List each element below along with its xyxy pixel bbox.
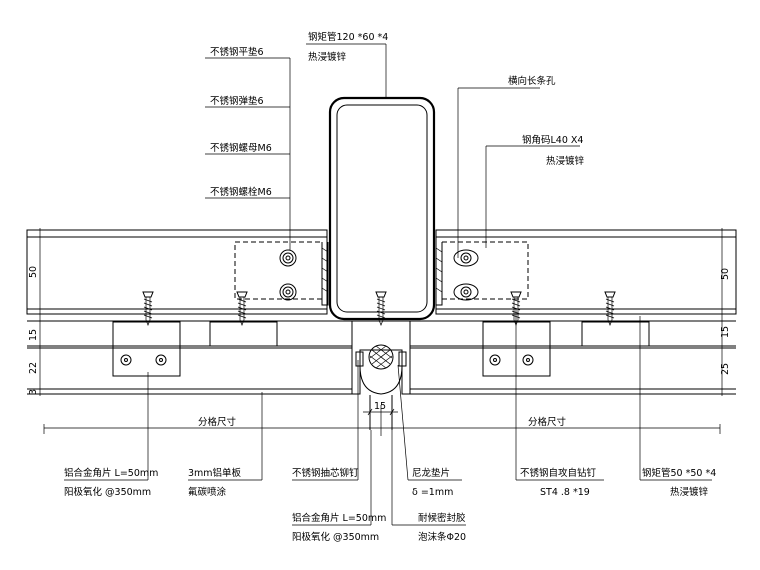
label-ss-bolt: 不锈钢螺栓M6	[210, 186, 272, 198]
dim-left-22: 22	[28, 362, 39, 374]
label-tube-120: 钢矩管120 *60 *4	[308, 31, 388, 43]
label-angle-steel-coating: 热浸镀锌	[546, 155, 585, 167]
leader-slot-hole	[457, 87, 540, 258]
leader-tube-120	[306, 43, 387, 98]
aluminum-angle-right-1	[482, 321, 551, 377]
gap-15-label: 15	[374, 401, 386, 412]
bolt-left-top	[279, 249, 297, 267]
label-ss-nut: 不锈钢螺母M6	[210, 142, 272, 154]
label-alu-angle-left-line1: 铝合金角片 L=50mm	[64, 467, 158, 479]
label-ss-rivet: 不锈钢抽芯铆钉	[292, 467, 359, 479]
label-self-screw-line2: ST4 .8 *19	[540, 487, 590, 498]
label-nylon-line1: 尼龙垫片	[412, 467, 450, 479]
self-drilling-screw	[375, 291, 387, 326]
label-ss-washer: 不锈钢平垫6	[210, 46, 264, 58]
dim-right-25: 25	[720, 363, 731, 375]
dim-right-50: 50	[720, 268, 731, 280]
gap-dimension: 15	[363, 401, 398, 416]
label-angle-steel: 钢角码L40 X4	[522, 134, 583, 146]
label-sealant-line2: 泡沫条Φ20	[418, 531, 466, 543]
aluminum-angle-left-2	[209, 321, 278, 347]
dim-left-50: 50	[28, 266, 39, 278]
label-sealant-line1: 耐候密封胶	[418, 512, 466, 524]
right-steel-tube	[435, 229, 737, 315]
main-steel-tube-120x60	[328, 96, 436, 321]
bolt-right-top	[453, 249, 479, 267]
label-self-screw-line1: 不锈钢自攻自钻钉	[520, 467, 597, 479]
dim-right-15: 15	[720, 326, 731, 338]
bolt-left-bottom	[279, 283, 297, 301]
grid-size-left-label: 分格尺寸	[198, 416, 237, 428]
label-tube-50-line2: 热浸镀锌	[670, 486, 709, 498]
bolt-right-bottom	[453, 283, 479, 301]
label-alu-angle-bottom-line2: 阳极氧化 @350mm	[292, 531, 379, 543]
left-steel-tube	[26, 229, 328, 315]
right-vertical-dimensions: 50 15 25	[716, 228, 731, 396]
dim-left-3: 3	[28, 389, 39, 395]
grid-dimension-line: 分格尺寸 分格尺寸	[43, 405, 721, 436]
aluminum-angle-right-2	[581, 321, 650, 347]
label-alu-panel-line1: 3mm铝单板	[188, 467, 242, 479]
leader-angle-steel	[485, 145, 580, 248]
label-tube-50-line1: 钢矩管50 *50 *4	[642, 467, 716, 479]
aluminum-angle-left-1	[112, 321, 181, 377]
leaders-bottom	[64, 308, 712, 526]
label-tube-120-coating: 热浸镀锌	[308, 51, 347, 63]
right-layers	[402, 320, 736, 395]
left-vertical-dimensions: 50 15 22 3	[28, 228, 46, 396]
foam-rod-hatch	[369, 345, 393, 369]
leaders-upper-left	[205, 57, 291, 250]
label-alu-angle-bottom-line1: 铝合金角片 L=50mm	[292, 512, 386, 524]
label-ss-spring-washer: 不锈钢弹垫6	[210, 95, 264, 107]
grid-size-right-label: 分格尺寸	[528, 416, 567, 428]
label-slot-hole: 横向长条孔	[508, 75, 556, 87]
label-alu-panel-line2: 氟碳喷涂	[188, 486, 227, 498]
self-drilling-screw	[236, 291, 248, 326]
label-alu-angle-left-line2: 阳极氧化 @350mm	[64, 486, 151, 498]
label-nylon-line2: δ =1mm	[412, 487, 453, 498]
self-drilling-screw	[142, 291, 154, 326]
central-joint	[351, 320, 411, 430]
dim-left-15: 15	[28, 329, 39, 341]
left-angle-bracket	[234, 241, 329, 306]
right-angle-bracket	[435, 241, 529, 306]
left-layers	[27, 320, 360, 395]
